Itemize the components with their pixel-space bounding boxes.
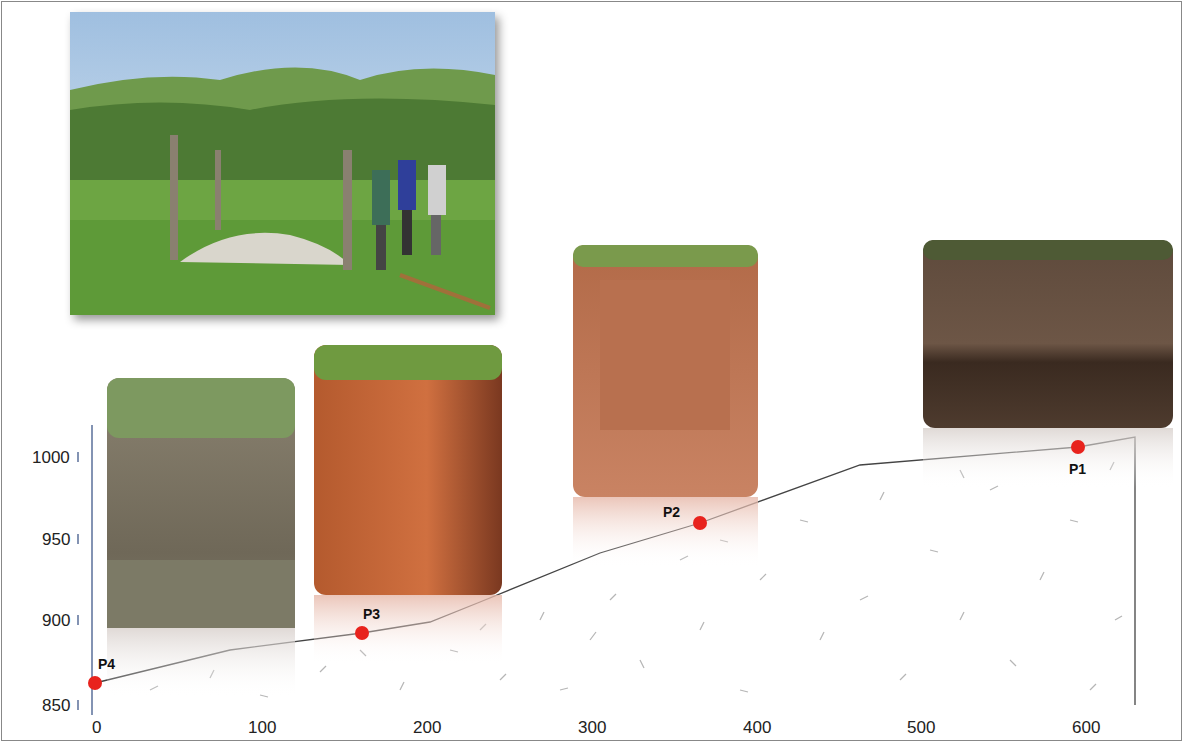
point-label: P1 bbox=[1069, 462, 1086, 476]
axis-tick-label: 0 bbox=[92, 719, 101, 736]
point-label: P3 bbox=[363, 607, 380, 621]
point-label: P4 bbox=[98, 657, 115, 671]
axis-tick-label: 400 bbox=[743, 719, 771, 736]
axis-tick-label: 900 bbox=[42, 612, 70, 629]
axis-tick-label: 950 bbox=[42, 531, 70, 548]
axis-tick-label: 600 bbox=[1072, 719, 1100, 736]
axis-tick-label: 200 bbox=[413, 719, 441, 736]
axis-tick-label: 100 bbox=[248, 719, 276, 736]
axis-tick-label: 1000 bbox=[32, 449, 70, 466]
point-label: P2 bbox=[663, 505, 680, 519]
axis-tick-label: 300 bbox=[578, 719, 606, 736]
axis-tick-label: 500 bbox=[907, 719, 935, 736]
axis-tick-label: 850 bbox=[42, 697, 70, 714]
